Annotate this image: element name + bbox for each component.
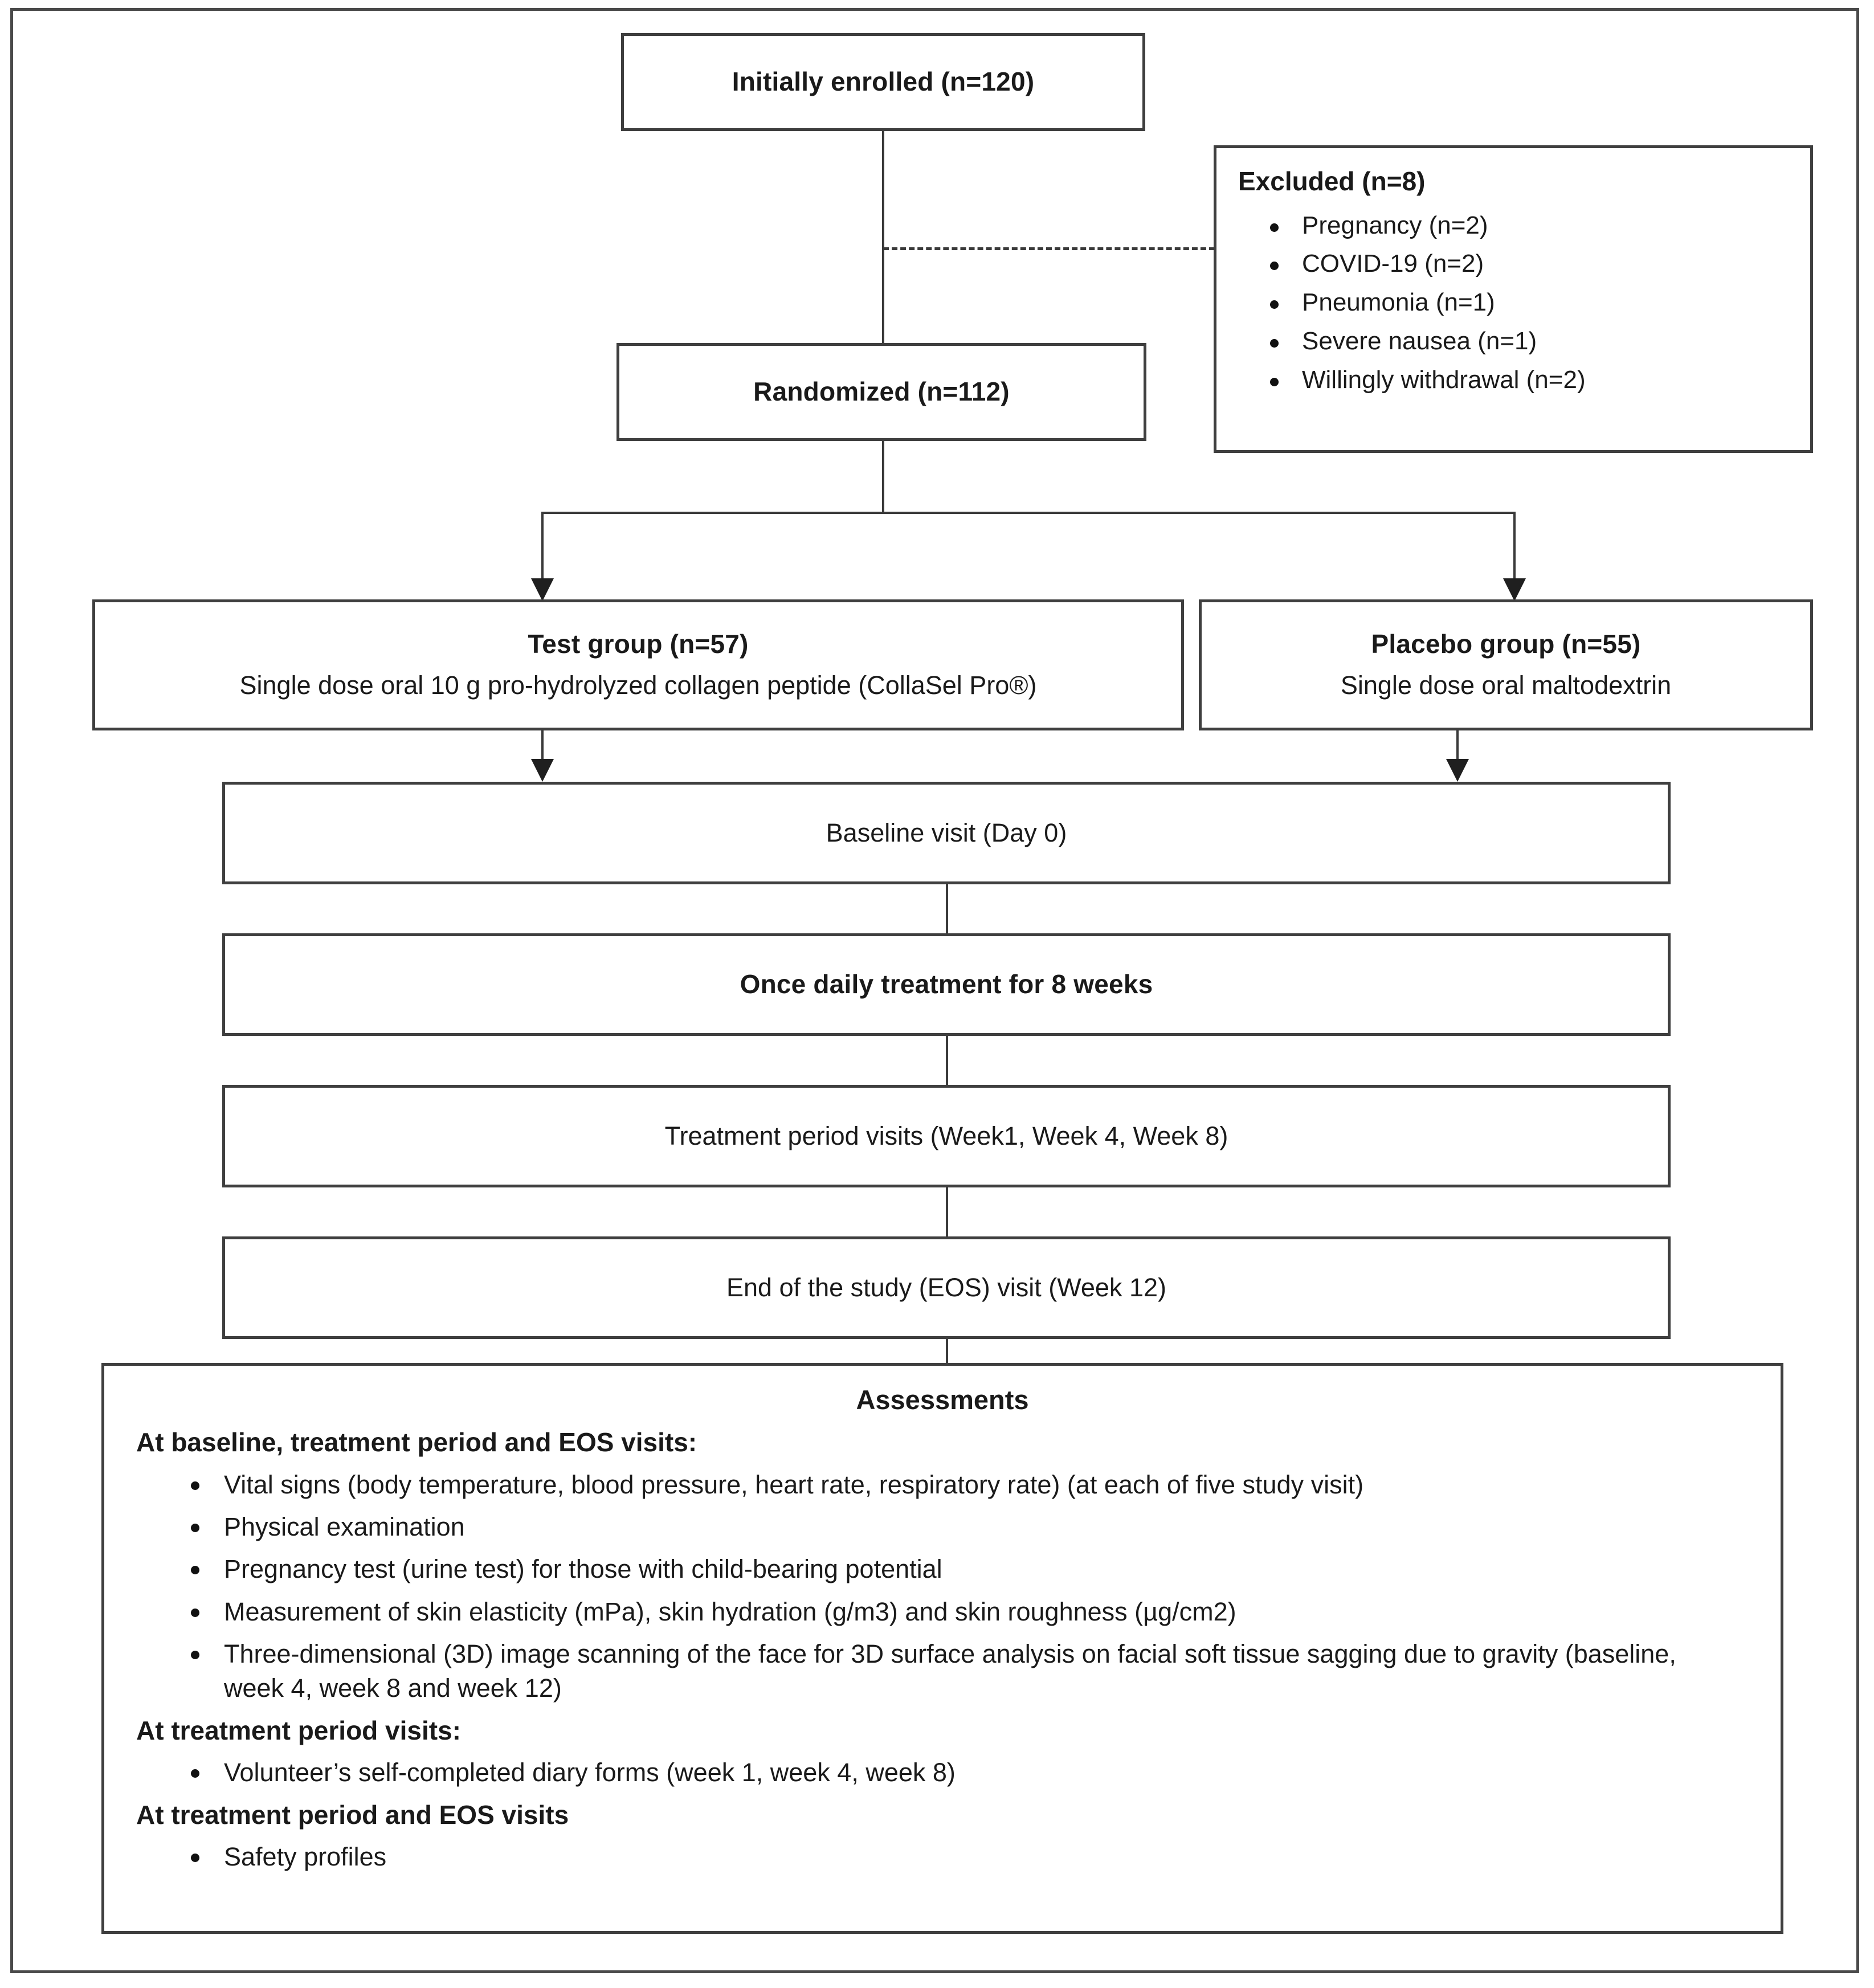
node-placebo-group-title: Placebo group (n=55)	[1371, 629, 1641, 659]
arrowhead-placebo-group	[1503, 578, 1526, 601]
node-once-daily-treatment: Once daily treatment for 8 weeks	[222, 933, 1671, 1036]
connector-to-test-group	[541, 512, 544, 585]
list-item: Physical examination	[191, 1510, 1758, 1544]
assessments-heading: Assessments	[856, 1385, 1029, 1415]
list-item: Vital signs (body temperature, blood pre…	[191, 1468, 1758, 1502]
node-randomized-label: Randomized (n=112)	[753, 377, 1010, 407]
assessments-section-list: Volunteer’s self-completed diary forms (…	[127, 1756, 1758, 1790]
assessments-section-label: At baseline, treatment period and EOS vi…	[136, 1427, 697, 1457]
node-assessments: Assessments At baseline, treatment perio…	[101, 1363, 1783, 1934]
connector-baseline-to-treatment	[946, 884, 948, 933]
node-eos-visit: End of the study (EOS) visit (Week 12)	[222, 1236, 1671, 1339]
node-test-group: Test group (n=57) Single dose oral 10 g …	[92, 599, 1184, 730]
node-baseline-visit-label: Baseline visit (Day 0)	[826, 818, 1067, 847]
connector-treatment-to-visits	[946, 1036, 948, 1085]
assessments-section-list: Safety profiles	[127, 1840, 1758, 1874]
node-excluded: Excluded (n=8) Pregnancy (n=2) COVID-19 …	[1214, 145, 1813, 453]
figure-outer-border	[10, 8, 1859, 1973]
list-item: COVID-19 (n=2)	[1270, 249, 1586, 279]
node-treatment-period-visits: Treatment period visits (Week1, Week 4, …	[222, 1085, 1671, 1187]
arrowhead-test-group	[531, 578, 554, 601]
connector-dashed-to-excluded	[883, 247, 1215, 250]
node-treatment-period-visits-label: Treatment period visits (Week1, Week 4, …	[664, 1121, 1228, 1150]
list-item: Severe nausea (n=1)	[1270, 326, 1586, 356]
node-test-group-title: Test group (n=57)	[528, 629, 749, 659]
node-randomized: Randomized (n=112)	[616, 343, 1146, 441]
list-item: Measurement of skin elasticity (mPa), sk…	[191, 1595, 1758, 1629]
excluded-reason-list: Pregnancy (n=2) COVID-19 (n=2) Pneumonia…	[1216, 202, 1586, 405]
connector-to-placebo-group	[1513, 512, 1516, 585]
connector-enrolled-to-randomized	[882, 131, 884, 343]
list-item: Pregnancy (n=2)	[1270, 211, 1586, 240]
node-initially-enrolled-label: Initially enrolled (n=120)	[732, 67, 1035, 97]
list-item: Willingly withdrawal (n=2)	[1270, 366, 1586, 394]
node-placebo-group-subtitle: Single dose oral maltodextrin	[1340, 670, 1672, 700]
list-item: Safety profiles	[191, 1840, 1758, 1874]
node-baseline-visit: Baseline visit (Day 0)	[222, 782, 1671, 884]
list-item: Pregnancy test (urine test) for those wi…	[191, 1552, 1758, 1586]
assessments-section-label: At treatment period visits:	[136, 1715, 461, 1745]
connector-test-to-baseline	[541, 730, 544, 766]
list-item: Pneumonia (n=1)	[1270, 288, 1586, 317]
list-item: Volunteer’s self-completed diary forms (…	[191, 1756, 1758, 1790]
node-excluded-title: Excluded (n=8)	[1238, 166, 1426, 196]
connector-visits-to-eos	[946, 1187, 948, 1236]
list-item: Three-dimensional (3D) image scanning of…	[191, 1637, 1758, 1706]
assessments-content: Assessments At baseline, treatment perio…	[104, 1366, 1781, 1888]
node-initially-enrolled: Initially enrolled (n=120)	[621, 33, 1145, 131]
connector-randomized-stem	[882, 441, 884, 513]
node-test-group-subtitle: Single dose oral 10 g pro-hydrolyzed col…	[239, 670, 1037, 700]
connector-split-horizontal	[541, 512, 1516, 514]
arrowhead-test-to-baseline	[531, 759, 554, 782]
node-once-daily-treatment-label: Once daily treatment for 8 weeks	[740, 969, 1153, 999]
assessments-section-list: Vital signs (body temperature, blood pre…	[127, 1468, 1758, 1706]
node-placebo-group: Placebo group (n=55) Single dose oral ma…	[1199, 599, 1813, 730]
node-eos-visit-label: End of the study (EOS) visit (Week 12)	[726, 1272, 1166, 1302]
connector-eos-to-assessments	[946, 1339, 948, 1367]
assessments-section-label: At treatment period and EOS visits	[136, 1799, 569, 1830]
connector-placebo-to-baseline	[1456, 730, 1459, 766]
arrowhead-placebo-to-baseline	[1446, 759, 1469, 782]
